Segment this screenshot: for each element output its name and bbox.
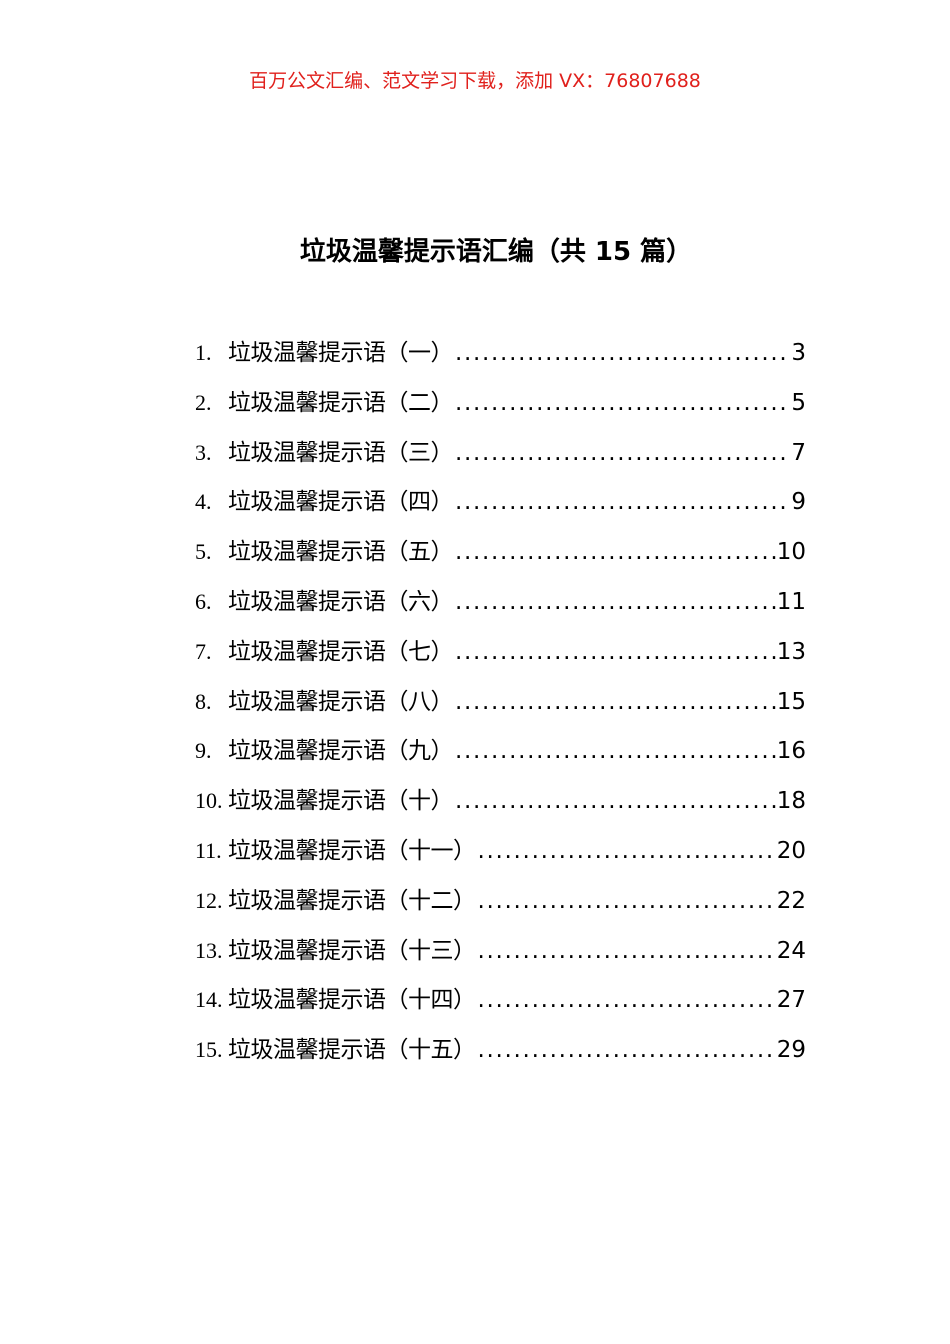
toc-entry[interactable]: 6. 垃圾温馨提示语（六） 11 — [195, 584, 806, 634]
toc-entry[interactable]: 1. 垃圾温馨提示语（一） 3 — [195, 335, 806, 385]
toc-dot-leader — [478, 1032, 776, 1068]
toc-entry-number: 6. — [195, 588, 212, 614]
toc-entry-number: 3. — [195, 439, 212, 465]
toc-entry[interactable]: 9. 垃圾温馨提示语（九） 16 — [195, 733, 806, 783]
toc-entry[interactable]: 10. 垃圾温馨提示语（十） 18 — [195, 783, 806, 833]
toc-entry[interactable]: 7. 垃圾温馨提示语（七） 13 — [195, 634, 806, 684]
toc-entry-number: 12. — [195, 887, 223, 913]
toc-entry-title[interactable]: 垃圾温馨提示语（十五） — [228, 1037, 476, 1064]
toc-entry-number: 1. — [195, 340, 212, 365]
toc-dot-leader — [478, 833, 776, 869]
toc-entry-page: 10 — [776, 539, 806, 566]
document-title: 垃圾温馨提示语汇编（共 15 篇） — [299, 237, 693, 267]
toc-entry[interactable]: 3. 垃圾温馨提示语（三） 7 — [195, 435, 806, 485]
toc-entry[interactable]: 2. 垃圾温馨提示语（二） 5 — [195, 385, 806, 435]
toc-entry-page: 20 — [776, 837, 806, 864]
toc-dot-leader — [455, 534, 776, 570]
toc-entry-number: 8. — [195, 688, 212, 714]
toc-dot-leader — [478, 883, 776, 919]
toc-entry-page: 29 — [776, 1037, 806, 1064]
toc-entry-page: 13 — [776, 638, 806, 665]
toc-entry-title[interactable]: 垃圾温馨提示语（八） — [228, 688, 454, 715]
toc-dot-leader — [455, 584, 776, 620]
toc-entry[interactable]: 8. 垃圾温馨提示语（八） 15 — [195, 684, 806, 734]
toc-entry-page: 3 — [791, 340, 806, 366]
toc-entry-number: 4. — [195, 489, 212, 515]
toc-entry-title[interactable]: 垃圾温馨提示语（十三） — [228, 937, 476, 964]
toc-entry-page: 7 — [791, 439, 806, 466]
toc-dot-leader — [455, 634, 776, 670]
toc-entry[interactable]: 11. 垃圾温馨提示语（十一） 20 — [195, 833, 806, 883]
toc-entry-number: 7. — [195, 638, 212, 664]
toc-entry-title[interactable]: 垃圾温馨提示语（三） — [228, 439, 454, 466]
toc-entry-page: 11 — [776, 588, 806, 615]
toc-entry-number: 10. — [195, 788, 223, 814]
toc-entry-page: 24 — [776, 937, 806, 964]
toc-dot-leader — [455, 783, 776, 819]
toc-entry-number: 11. — [195, 837, 222, 863]
toc-dot-leader — [455, 385, 790, 421]
toc-entry-page: 5 — [791, 389, 806, 416]
toc-entry[interactable]: 13. 垃圾温馨提示语（十三） 24 — [195, 933, 806, 983]
toc-entry-page: 15 — [776, 688, 806, 715]
toc-dot-leader — [455, 335, 790, 371]
header-download-note: 百万公文汇编、范文学习下载，添加 VX：76807688 — [249, 70, 701, 92]
toc-entry-page: 18 — [776, 788, 806, 815]
toc-entry-page: 22 — [776, 887, 806, 914]
toc-entry-number: 15. — [195, 1037, 223, 1063]
toc-entry-title[interactable]: 垃圾温馨提示语（二） — [228, 389, 454, 416]
toc-dot-leader — [455, 684, 776, 720]
toc-entry-number: 2. — [195, 389, 212, 415]
toc-dot-leader — [478, 982, 776, 1018]
toc-entry-title[interactable]: 垃圾温馨提示语（十四） — [228, 987, 476, 1014]
toc-entry-title[interactable]: 垃圾温馨提示语（五） — [228, 539, 454, 566]
table-of-contents: 1. 垃圾温馨提示语（一） 3 2. 垃圾温馨提示语（二） 5 3. 垃圾温馨提… — [195, 335, 806, 1082]
toc-entry-title[interactable]: 垃圾温馨提示语（四） — [228, 489, 454, 516]
toc-entry-title[interactable]: 垃圾温馨提示语（七） — [228, 638, 454, 665]
toc-entry-number: 13. — [195, 937, 223, 963]
toc-entry-page: 9 — [791, 489, 806, 516]
toc-entry[interactable]: 4. 垃圾温馨提示语（四） 9 — [195, 484, 806, 534]
toc-entry-page: 27 — [776, 987, 806, 1014]
toc-entry-title[interactable]: 垃圾温馨提示语（十二） — [228, 887, 476, 914]
toc-entry-page: 16 — [776, 738, 806, 765]
toc-entry-title[interactable]: 垃圾温馨提示语（十） — [228, 788, 454, 815]
toc-entry-number: 14. — [195, 987, 223, 1013]
toc-dot-leader — [455, 733, 776, 769]
toc-entry[interactable]: 5. 垃圾温馨提示语（五） 10 — [195, 534, 806, 584]
toc-entry-title[interactable]: 垃圾温馨提示语（九） — [228, 738, 454, 765]
toc-entry[interactable]: 15. 垃圾温馨提示语（十五） 29 — [195, 1032, 806, 1082]
toc-dot-leader — [455, 484, 790, 520]
toc-entry-title[interactable]: 垃圾温馨提示语（十一） — [228, 837, 476, 864]
toc-entry-title[interactable]: 垃圾温馨提示语（一） — [228, 340, 454, 366]
toc-dot-leader — [478, 933, 776, 969]
toc-entry-number: 5. — [195, 539, 212, 565]
toc-entry-number: 9. — [195, 738, 212, 764]
toc-entry-title[interactable]: 垃圾温馨提示语（六） — [228, 588, 454, 615]
toc-entry[interactable]: 14. 垃圾温馨提示语（十四） 27 — [195, 982, 806, 1032]
toc-dot-leader — [455, 435, 790, 471]
toc-entry[interactable]: 12. 垃圾温馨提示语（十二） 22 — [195, 883, 806, 933]
